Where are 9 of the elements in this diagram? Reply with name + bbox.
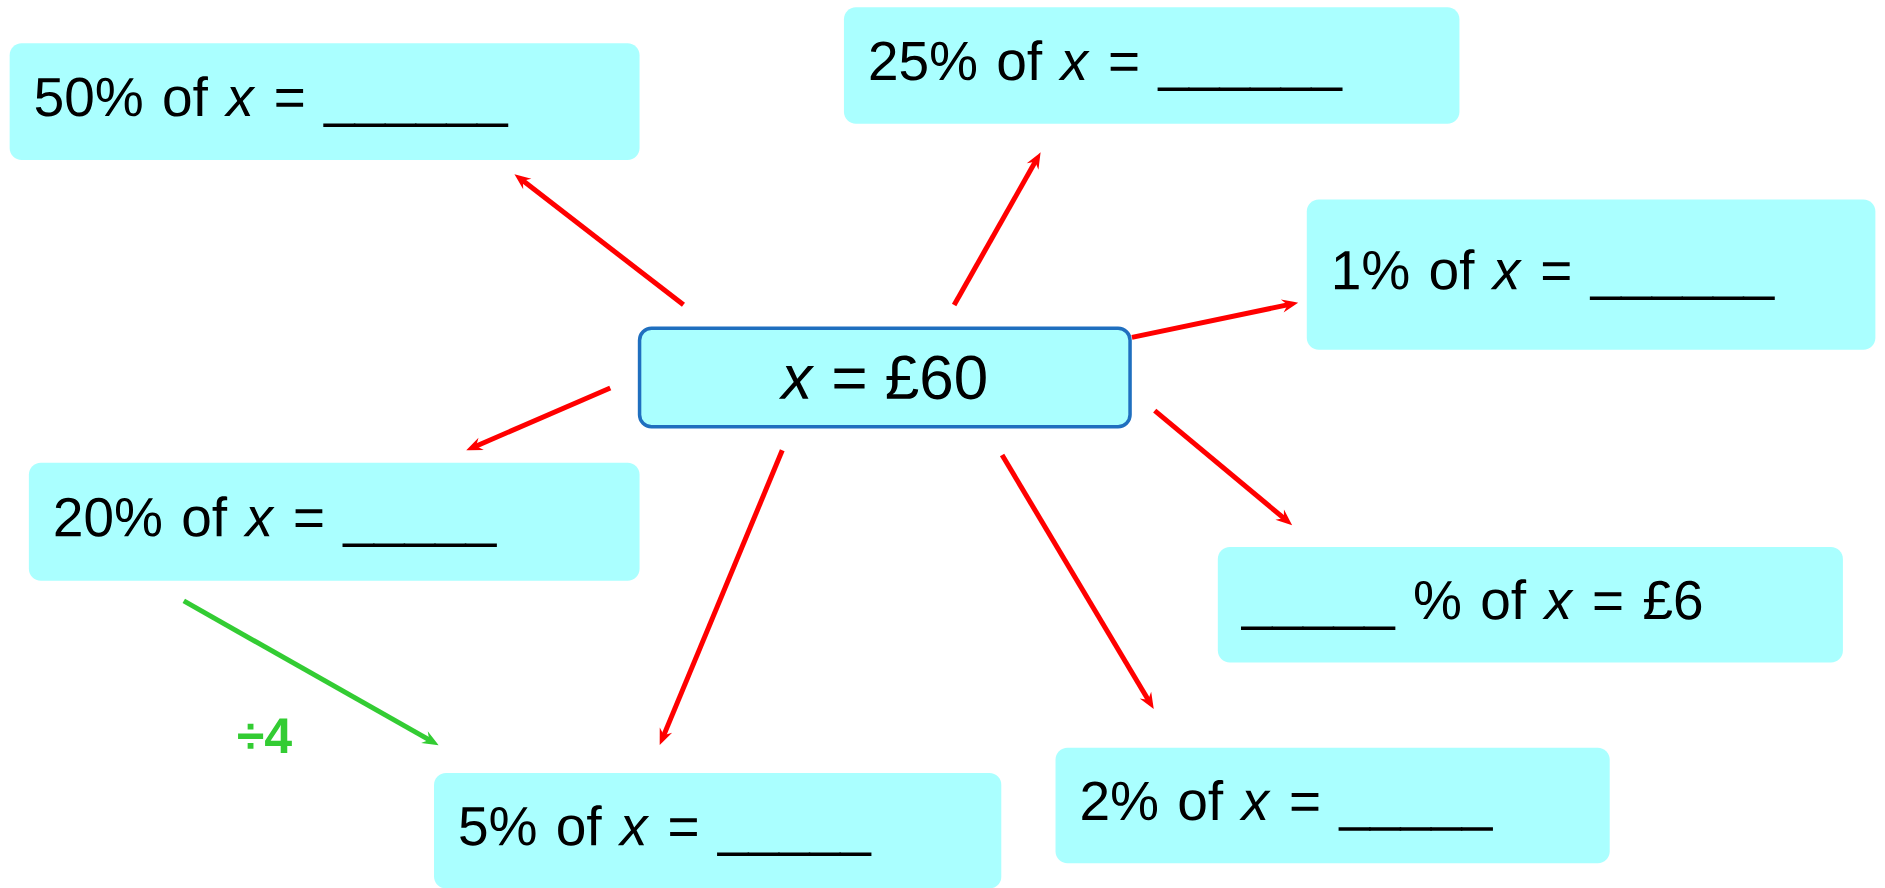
- edge-label: ÷4: [238, 718, 292, 753]
- answer-box: 20% of x = _____: [28, 462, 640, 581]
- answer-box: 1% of x = ______: [1306, 199, 1876, 350]
- answer-box: 5% of x = _____: [434, 772, 1002, 888]
- answer-box: 50% of x = ______: [9, 43, 640, 160]
- answer-box: _____ % of x = £6: [1217, 546, 1843, 663]
- value-box: x = £60: [637, 326, 1132, 429]
- answer-box: 25% of x = ______: [843, 7, 1460, 124]
- answer-box: 2% of x = _____: [1055, 747, 1610, 863]
